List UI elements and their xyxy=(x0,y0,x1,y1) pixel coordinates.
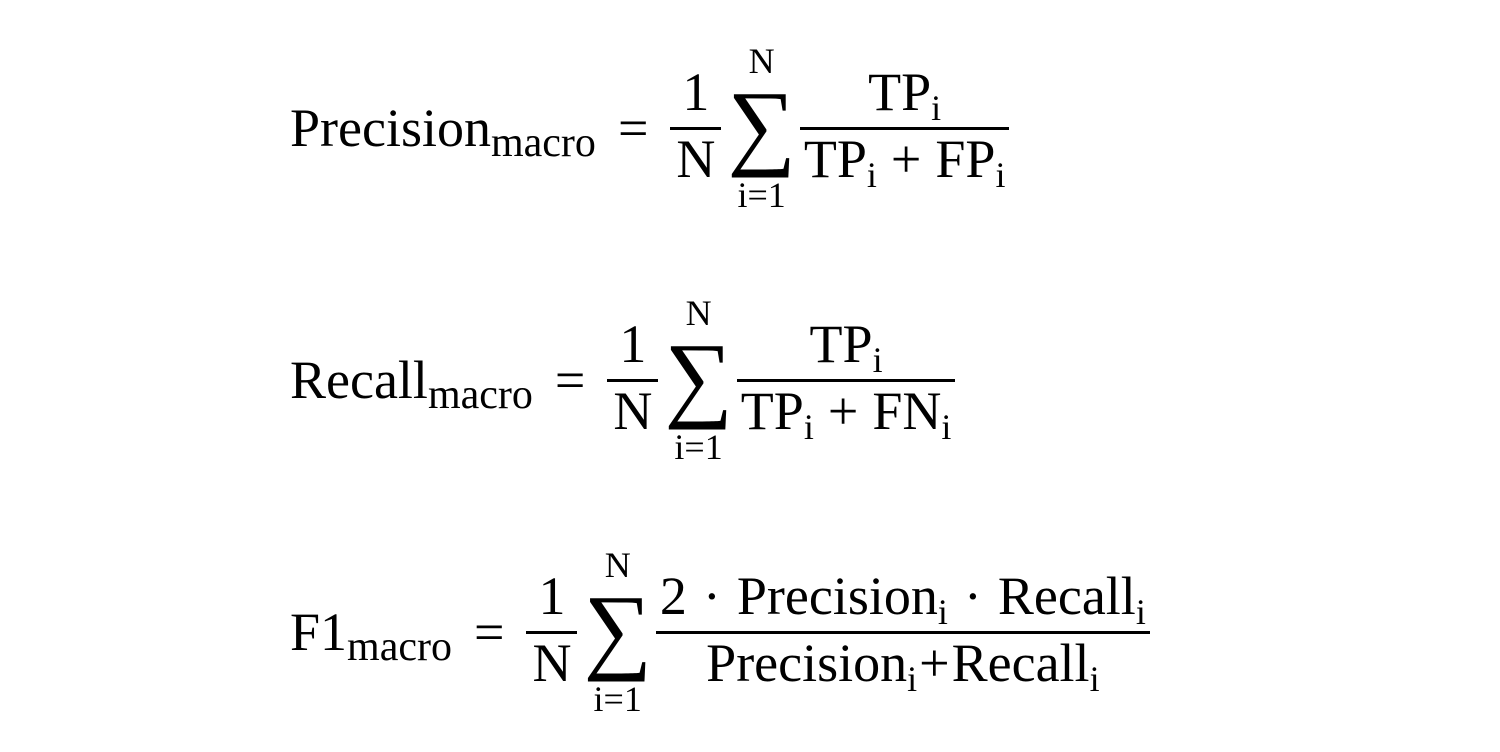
lhs-subscript: macro xyxy=(427,372,533,418)
equals-sign: = xyxy=(554,350,586,410)
term-precision: Precision xyxy=(706,632,908,693)
coefficient-denominator: N xyxy=(613,380,653,441)
term-tp: TP xyxy=(809,313,873,374)
sigma-icon: ∑ xyxy=(727,71,796,178)
plus-sign: + xyxy=(827,380,859,441)
multiply-dot: · xyxy=(963,565,982,626)
equals-sign: = xyxy=(617,98,649,158)
subscript-i: i xyxy=(1135,591,1146,632)
summation: N ∑ i=1 xyxy=(727,42,795,214)
coefficient-numerator: 1 xyxy=(682,61,710,122)
fraction-bar xyxy=(526,630,578,634)
summation: N ∑ i=1 xyxy=(583,546,651,718)
term-tp: TP xyxy=(803,128,867,189)
subscript-i: i xyxy=(866,154,877,195)
fraction-bar xyxy=(607,378,659,382)
summation: N ∑ i=1 xyxy=(664,294,732,466)
subscript-i: i xyxy=(872,339,883,380)
sum-lower-limit: i=1 xyxy=(737,175,786,215)
lhs-name: Recall xyxy=(290,350,428,410)
sigma-icon: ∑ xyxy=(664,323,733,430)
coefficient-numerator: 1 xyxy=(619,313,647,374)
coefficient-fraction: 1 N xyxy=(526,565,578,696)
subscript-i: i xyxy=(907,658,918,699)
term-recall: Recall xyxy=(997,565,1136,626)
subscript-i: i xyxy=(931,87,942,128)
term-tp: TP xyxy=(868,61,932,122)
sum-lower-limit: i=1 xyxy=(593,679,642,719)
fraction-bar xyxy=(799,126,1010,130)
subscript-i: i xyxy=(1089,658,1100,699)
term-fn: FN xyxy=(872,380,942,441)
plus-sign: + xyxy=(919,632,950,693)
sum-lower-limit: i=1 xyxy=(674,427,723,467)
term-tp: TP xyxy=(740,380,804,441)
coefficient-fraction: 1 N xyxy=(670,61,722,192)
plus-sign: + xyxy=(890,128,922,189)
lhs-subscript: macro xyxy=(490,120,596,166)
coefficient-denominator: N xyxy=(532,632,572,693)
equals-sign: = xyxy=(474,602,505,662)
coefficient-fraction: 1 N xyxy=(607,313,659,444)
term-two: 2 xyxy=(659,565,687,626)
lhs-name: F1 xyxy=(290,602,348,662)
sum-upper-limit: N xyxy=(748,41,775,81)
coefficient-denominator: N xyxy=(676,128,716,189)
sum-upper-limit: N xyxy=(685,293,712,333)
subscript-i: i xyxy=(941,406,952,447)
fraction-bar xyxy=(736,378,956,382)
term-precision: Precision xyxy=(736,565,938,626)
lhs-name: Precision xyxy=(290,98,491,158)
term-recall: Recall xyxy=(951,632,1090,693)
subscript-i: i xyxy=(937,591,948,632)
multiply-dot: · xyxy=(702,565,721,626)
fraction-bar xyxy=(655,630,1150,634)
sum-upper-limit: N xyxy=(604,545,631,585)
lhs-subscript: macro xyxy=(347,624,452,670)
fraction-bar xyxy=(670,126,722,130)
subscript-i: i xyxy=(995,154,1006,195)
sigma-icon: ∑ xyxy=(583,575,652,682)
term-fp: FP xyxy=(935,128,996,189)
subscript-i: i xyxy=(803,406,814,447)
coefficient-numerator: 1 xyxy=(538,565,566,626)
